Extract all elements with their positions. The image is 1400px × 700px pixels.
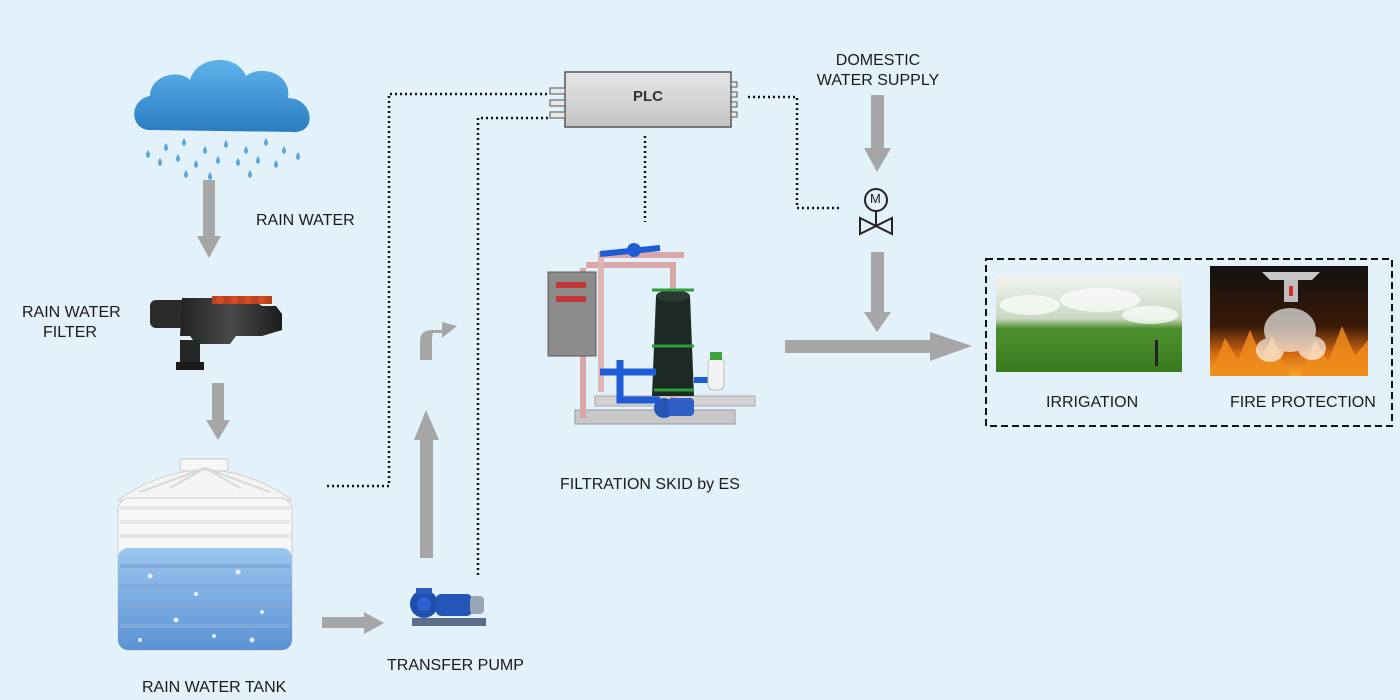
motorized-valve-icon (859, 188, 893, 236)
flow-arrow-domestic-to-valve (864, 95, 891, 172)
flow-arrow-pump-to-skid (414, 322, 457, 558)
rain-cloud-icon (134, 59, 310, 180)
domestic-water-supply-label-line1: DOMESTIC (835, 52, 921, 69)
flow-arrow-rain-to-filter (197, 180, 221, 258)
transfer-pump-icon (410, 588, 486, 626)
valve-motor-label: M (870, 191, 881, 206)
fire-protection-label: FIRE PROTECTION (1230, 394, 1376, 411)
rain-water-tank-icon (116, 458, 294, 651)
filtration-skid-label: FILTRATION SKID by ES (560, 476, 740, 493)
rain-water-label: RAIN WATER (256, 212, 355, 229)
irrigation-label: IRRIGATION (1046, 394, 1139, 411)
flow-arrow-tank-to-pump (322, 612, 384, 634)
rain-water-filter-icon (150, 296, 282, 370)
flow-arrow-valve-to-main (864, 252, 891, 332)
rain-water-filter-label-line2: FILTER (43, 324, 97, 341)
end-use-box (985, 258, 1393, 427)
plc-controller-box (549, 71, 738, 128)
fire-protection-image (1210, 266, 1368, 376)
plc-label: PLC (633, 88, 663, 105)
irrigation-image (996, 275, 1182, 372)
rain-water-filter-label-line1: RAIN WATER (22, 304, 121, 321)
transfer-pump-label: TRANSFER PUMP (387, 657, 524, 674)
filtration-skid-icon (547, 243, 756, 425)
plc-signal-lines (327, 92, 840, 575)
rain-water-tank-label: RAIN WATER TANK (142, 679, 287, 696)
flow-arrow-filter-to-tank (206, 383, 230, 440)
flow-arrow-skid-to-uses (785, 332, 972, 361)
domestic-water-supply-label-line2: WATER SUPPLY (816, 72, 940, 89)
